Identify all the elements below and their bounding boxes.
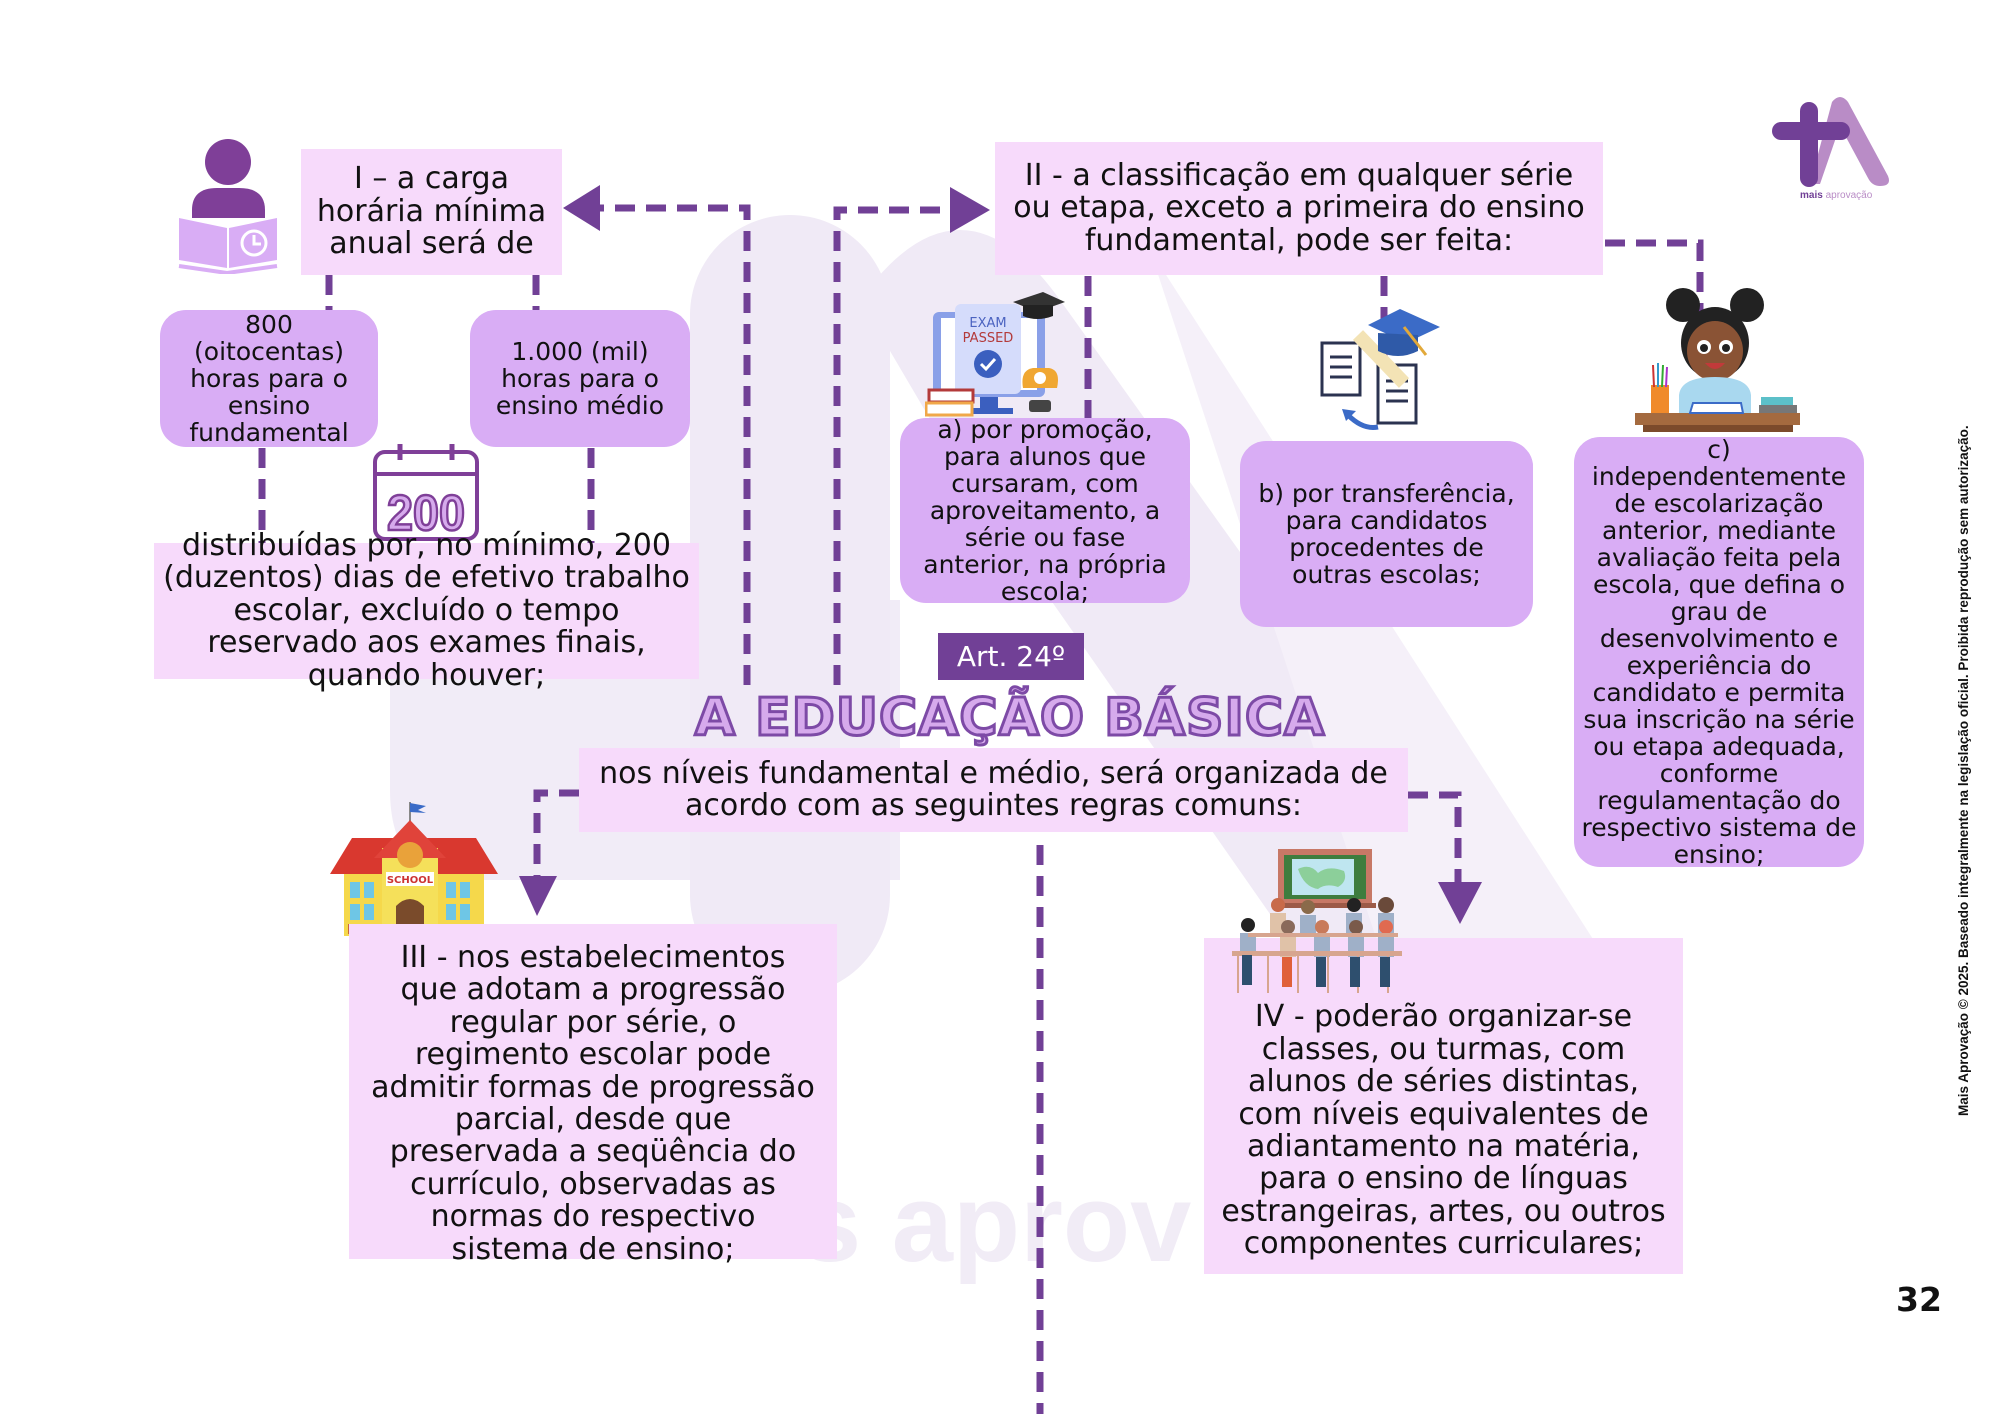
calendar-200-icon: 200 xyxy=(372,442,480,542)
option-800-text: 800 (oitocentas) horas para o ensino fun… xyxy=(189,310,349,447)
article-subtitle: nos níveis fundamental e médio, será org… xyxy=(579,748,1408,832)
classroom-icon xyxy=(1218,847,1404,995)
article-title: A EDUCAÇÃO BÁSICA xyxy=(693,687,1326,750)
rule-IV-text: IV - poderão organizar-se classes, ou tu… xyxy=(1221,999,1666,1262)
arrowhead-rule-IV xyxy=(1438,882,1482,924)
rule-II-heading-text: II - a classificação em qualquer série o… xyxy=(1013,157,1585,258)
arrowhead-rule-II xyxy=(950,187,990,233)
article-subtitle-text: nos níveis fundamental e médio, será org… xyxy=(599,755,1388,823)
connector-to-rule-II xyxy=(833,206,955,685)
rule-I-heading-text: I – a carga horária mínima anual será de xyxy=(316,161,547,262)
rule-I-option-800: 800 (oitocentas) horas para o ensino fun… xyxy=(153,303,385,454)
rule-IV-box: IV - poderão organizar-se classes, ou tu… xyxy=(1204,938,1683,1274)
svg-text:SCHOOL: SCHOOL xyxy=(387,875,434,886)
connector-to-rule-III xyxy=(533,789,579,880)
watermark-text: s aprov xyxy=(800,1162,1192,1285)
article-label-text: Art. 24º xyxy=(956,640,1066,673)
connector-to-rule-IV xyxy=(1408,791,1462,885)
diploma-transfer-icon xyxy=(1318,305,1443,435)
person-reading-clock-icon xyxy=(177,138,279,276)
logo-text: mais aprovação xyxy=(1800,190,1873,201)
page-number: 32 xyxy=(1896,1280,1942,1319)
item-b-text: b) por transferência, para candidatos pr… xyxy=(1258,479,1515,589)
article-label: Art. 24º xyxy=(938,633,1084,680)
copyright-side-note: Mais Aprovação © 2025. Baseado integralm… xyxy=(1956,425,1971,1116)
svg-text:EXAM: EXAM xyxy=(969,316,1006,331)
svg-text:PASSED: PASSED xyxy=(963,331,1014,346)
rule-I-distribution: distribuídas por, no mínimo, 200 (duzent… xyxy=(154,529,699,691)
rule-III-text: III - nos estabelecimentos que adotam a … xyxy=(371,940,815,1267)
distribution-text: distribuídas por, no mínimo, 200 (duzent… xyxy=(163,528,690,693)
school-building-icon: SCHOOL xyxy=(330,800,498,942)
rule-II-item-c: c) independentemente de escolarização an… xyxy=(1567,430,1871,874)
rule-II-item-a: a) por promoção, para alunos que cursara… xyxy=(893,411,1197,610)
rule-II-heading: II - a classificação em qualquer série o… xyxy=(995,142,1603,275)
calendar-number: 200 xyxy=(387,485,465,541)
arrowhead-rule-III xyxy=(519,876,557,916)
item-c-text: c) independentemente de escolarização an… xyxy=(1581,435,1857,869)
rule-II-item-b: b) por transferência, para candidatos pr… xyxy=(1233,434,1540,634)
rule-I-heading: I – a carga horária mínima anual será de xyxy=(301,149,562,275)
item-a-text: a) por promoção, para alunos que cursara… xyxy=(923,415,1167,606)
exam-passed-icon: EXAM PASSED xyxy=(924,290,1070,422)
rule-III-box: III - nos estabelecimentos que adotam a … xyxy=(349,924,837,1265)
plus-a-logo-icon xyxy=(1772,97,1889,187)
connector-to-rule-I xyxy=(585,204,751,685)
option-1000-text: 1.000 (mil) horas para o ensino médio xyxy=(495,337,665,420)
girl-studying-icon xyxy=(1625,285,1810,440)
rule-I-option-1000: 1.000 (mil) horas para o ensino médio xyxy=(463,303,697,454)
brand-logo xyxy=(1770,94,1895,204)
arrowhead-rule-I xyxy=(563,185,600,231)
